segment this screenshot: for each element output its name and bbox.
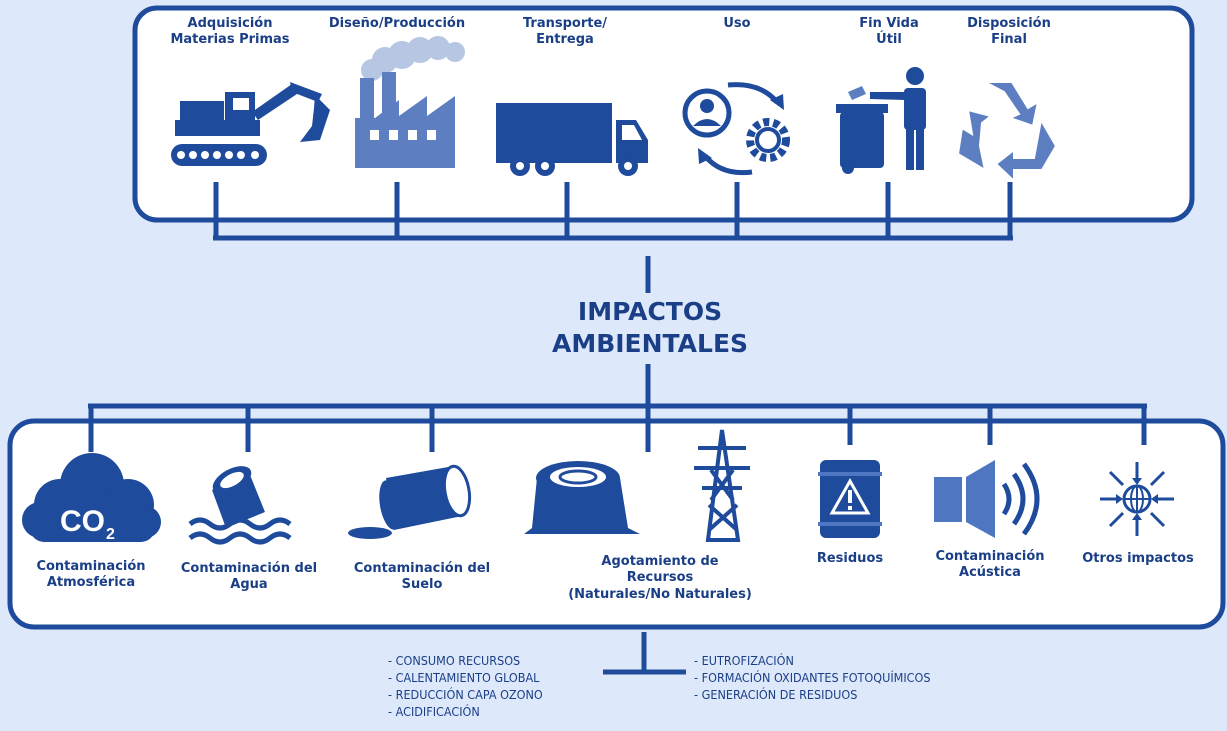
stage-label-raw-materials: Adquisición Materias Primas <box>170 16 290 48</box>
globe-arrows-icon <box>1100 462 1174 536</box>
title-line-1: IMPACTOS <box>577 297 723 326</box>
stage-label-design-production: Diseño/Producción <box>328 16 466 31</box>
category-item: - FORMACIÓN OXIDANTES FOTOQUÍMICOS <box>694 670 931 685</box>
stump-tower-icon <box>524 429 750 542</box>
speaker-icon <box>934 460 1040 538</box>
excavator-icon <box>171 82 330 166</box>
impact-categories-right: - EUTROFIZACIÓN - FORMACIÓN OXIDANTES FO… <box>694 652 931 703</box>
category-item: - ACIDIFICACIÓN <box>388 704 480 719</box>
trash-bin-person-icon <box>836 67 926 174</box>
category-item: - CALENTAMIENTO GLOBAL <box>388 670 540 685</box>
stage-label-final-disposal: Disposición Final <box>967 16 1051 48</box>
hazard-barrel-icon <box>818 460 882 538</box>
category-item: - GENERACIÓN DE RESIDUOS <box>694 687 858 702</box>
factory-icon <box>355 36 465 168</box>
impact-label-atmospheric: Contaminación Atmosférica <box>36 559 146 591</box>
impact-label-waste: Residuos <box>816 551 884 566</box>
stage-label-transport: Transporte/ Entrega <box>522 16 608 48</box>
impact-label-resources: Agotamiento de Recursos (Naturales/No Na… <box>568 554 752 602</box>
category-item: - EUTROFIZACIÓN <box>694 653 794 668</box>
category-item: - CONSUMO RECURSOS <box>388 653 521 668</box>
impact-connectors <box>88 403 1147 675</box>
co2-text: CO2 <box>60 505 115 543</box>
user-cycle-gear-icon <box>682 82 790 176</box>
stage-label-end-of-life: Fin Vida Útil <box>859 16 919 48</box>
recycle-icon <box>956 81 1058 184</box>
title-line-2: AMBIENTALES <box>551 329 749 358</box>
diagram-title: IMPACTOS AMBIENTALES <box>500 296 800 360</box>
impact-label-noise: Contaminación Acústica <box>935 549 1045 581</box>
impact-label-soil: Contaminación del Suelo <box>353 561 491 593</box>
impact-categories-left: - CONSUMO RECURSOS - CALENTAMIENTO GLOBA… <box>388 652 543 720</box>
co2-cloud-icon: CO2 <box>22 453 161 543</box>
stage-connectors <box>213 182 1013 405</box>
category-item: - REDUCCIÓN CAPA OZONO <box>388 687 543 702</box>
impact-label-other: Otros impactos <box>1082 551 1194 566</box>
stage-label-use: Uso <box>723 16 751 31</box>
spilled-barrel-icon <box>348 464 472 539</box>
impact-label-water: Contaminación del Agua <box>180 561 318 593</box>
barrel-water-icon <box>188 466 292 545</box>
truck-icon <box>496 103 648 176</box>
